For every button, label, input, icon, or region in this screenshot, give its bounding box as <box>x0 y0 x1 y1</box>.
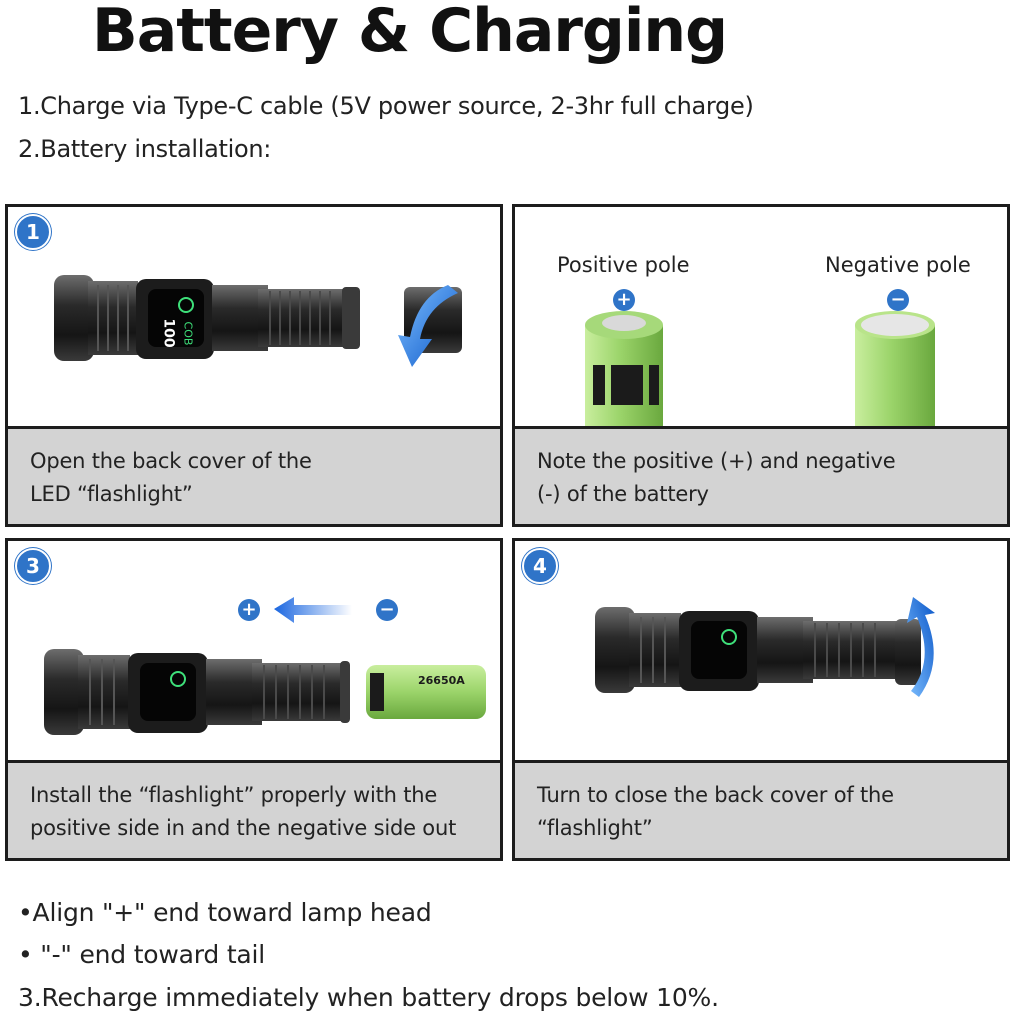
step-4-badge: 4 <box>522 548 558 584</box>
step-3-panel: 3 + − <box>5 538 503 861</box>
step-3-badge: 3 <box>15 548 51 584</box>
step-1-caption: Open the back cover of the LED “flashlig… <box>8 426 500 524</box>
step-1-caption-line1: Open the back cover of the <box>30 449 312 473</box>
step-4-caption-line1: Turn to close the back cover of the <box>537 783 894 807</box>
step-2-caption-line2: (-) of the battery <box>537 482 709 506</box>
step-3-image: 3 + − <box>8 541 500 760</box>
battery-label: 26650A <box>418 674 465 687</box>
note-negative-tail: • "-" end toward tail <box>18 940 266 969</box>
step-1-caption-line2: LED “flashlight” <box>30 482 193 506</box>
minus-icon: − <box>376 599 398 621</box>
intro-install-line: 2.Battery installation: <box>18 135 272 163</box>
flashlight-display-reading: 100 <box>160 318 177 348</box>
page-title: Battery & Charging <box>92 0 728 66</box>
step-4-image: 4 <box>515 541 1007 760</box>
step-3-caption: Install the “flashlight” properly with t… <box>8 760 500 858</box>
step-2-image: Positive pole Negative pole + − <box>515 207 1007 426</box>
step-3-caption-line1: Install the “flashlight” properly with t… <box>30 783 438 807</box>
note-align-positive: •Align "+" end toward lamp head <box>18 898 432 927</box>
step-2-panel: Positive pole Negative pole + − <box>512 204 1010 527</box>
step-2-caption: Note the positive (+) and negative (-) o… <box>515 426 1007 524</box>
step-2-caption-line1: Note the positive (+) and negative <box>537 449 896 473</box>
step-1-panel: 1 100 COB Open the back cover of the LED… <box>5 204 503 527</box>
note-recharge: 3.Recharge immediately when battery drop… <box>18 983 719 1012</box>
plus-icon: + <box>613 289 635 311</box>
plus-icon: + <box>238 599 260 621</box>
negative-pole-label: Negative pole <box>825 253 971 277</box>
step-1-badge: 1 <box>15 214 51 250</box>
minus-icon: − <box>887 289 909 311</box>
flashlight-display-mode: COB <box>181 321 195 346</box>
positive-pole-label: Positive pole <box>557 253 690 277</box>
step-4-panel: 4 <box>512 538 1010 861</box>
intro-charge-line: 1.Charge via Type-C cable (5V power sour… <box>18 92 754 120</box>
step-1-image: 1 100 COB <box>8 207 500 426</box>
step-3-caption-line2: positive side in and the negative side o… <box>30 816 457 840</box>
step-4-caption-line2: “flashlight” <box>537 816 653 840</box>
step-4-caption: Turn to close the back cover of the “fla… <box>515 760 1007 858</box>
